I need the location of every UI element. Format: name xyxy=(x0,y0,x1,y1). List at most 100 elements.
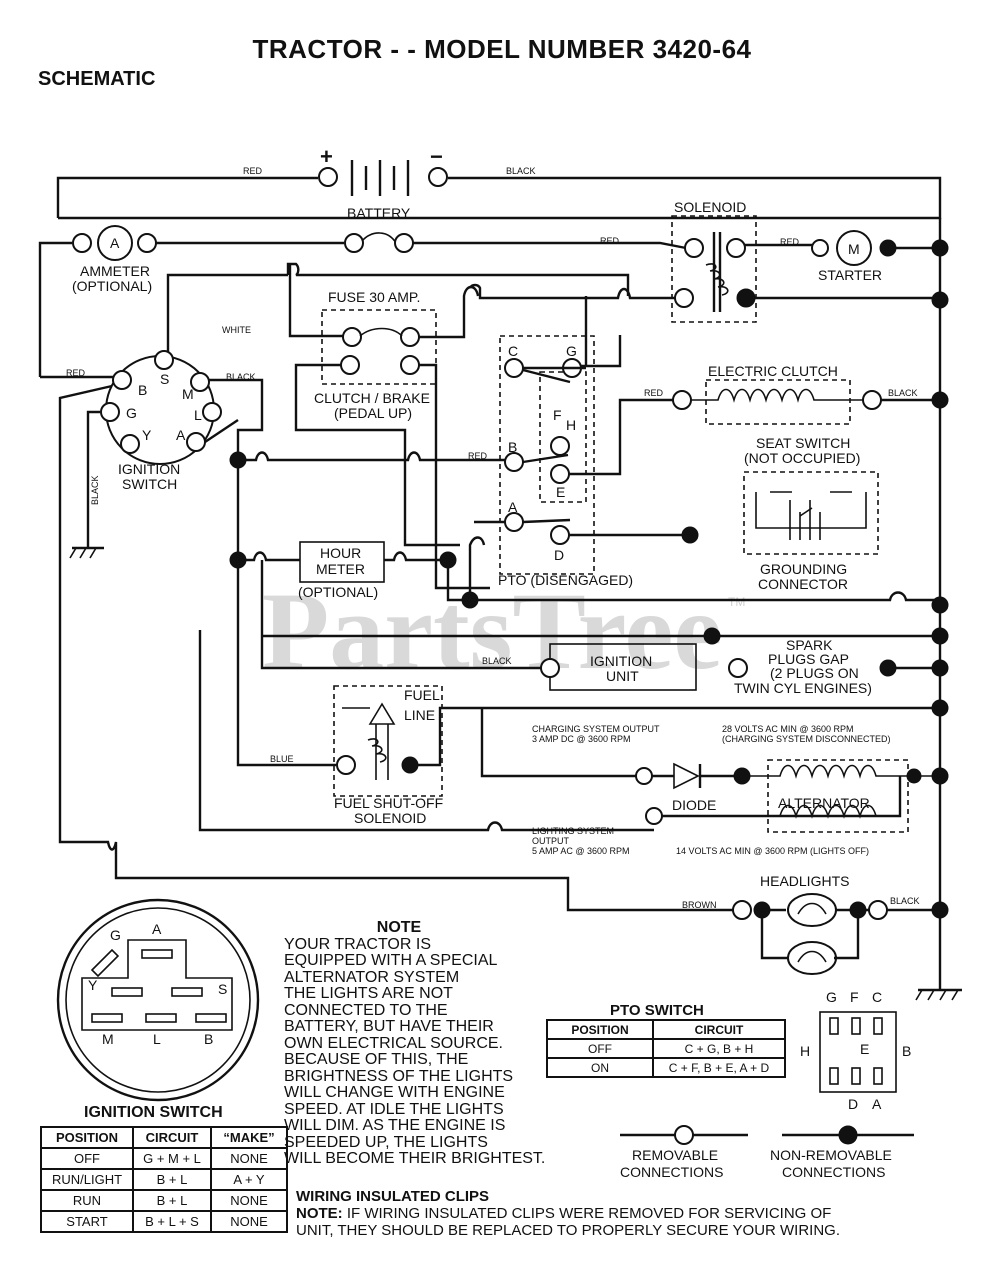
table-row: ON C + F, B + E, A + D xyxy=(546,1057,786,1078)
pto-switch-face-diagram xyxy=(819,1011,897,1093)
note-line: EQUIPPED WITH A SPECIAL xyxy=(284,952,498,969)
ign-term-m: M xyxy=(182,386,194,402)
grounding-label-1: GROUNDING xyxy=(760,561,847,577)
ignition-terminals xyxy=(100,350,222,454)
pto-term-f: F xyxy=(553,407,562,423)
charging-output-1: CHARGING SYSTEM OUTPUT xyxy=(532,724,660,734)
battery-symbol xyxy=(350,160,410,196)
ign-face-a: A xyxy=(152,921,162,937)
spark-label-2: PLUGS GAP xyxy=(768,651,849,667)
pto-term-d: D xyxy=(554,547,564,563)
table-cell: B + L xyxy=(132,1168,212,1191)
hour-meter-box xyxy=(299,541,385,583)
legend-removable-2: CONNECTIONS xyxy=(620,1164,723,1180)
table-cell: NONE xyxy=(210,1210,288,1233)
diode-label: DIODE xyxy=(672,797,716,813)
ignition-table-title: IGNITION SWITCH xyxy=(84,1104,223,1121)
fuse-box xyxy=(321,309,437,385)
note-line: OWN ELECTRICAL SOURCE. xyxy=(284,1034,503,1052)
charging-volts-1: 28 VOLTS AC MIN @ 3600 RPM xyxy=(722,724,854,734)
pto-switch-box xyxy=(499,335,595,575)
pto-face-g: G xyxy=(826,989,837,1005)
ign-term-b: B xyxy=(138,382,147,398)
ammeter-letter: A xyxy=(110,235,120,251)
clips-note-line-1: NOTE: IF WIRING INSULATED CLIPS WERE REM… xyxy=(296,1205,840,1222)
wire-black-headlight: BLACK xyxy=(890,896,920,906)
ignition-switch-face-diagram xyxy=(56,898,260,1102)
legend-nonremovable-symbol xyxy=(782,1125,914,1145)
table-row: START B + L + S NONE xyxy=(40,1210,288,1233)
clutch-brake-label-2: (PEDAL UP) xyxy=(334,405,412,421)
table-cell: START xyxy=(40,1210,134,1233)
wire-black-ground: BLACK xyxy=(90,475,100,505)
ign-term-l: L xyxy=(194,407,202,423)
pto-face-d: D xyxy=(848,1096,858,1112)
alternator-box xyxy=(767,759,909,833)
grounding-label-2: CONNECTOR xyxy=(758,576,848,592)
ign-face-m: M xyxy=(102,1031,114,1047)
hour-meter-label-3: (OPTIONAL) xyxy=(298,584,378,600)
page-subtitle: SCHEMATIC xyxy=(38,68,156,90)
legend-nonremovable-2: CONNECTIONS xyxy=(782,1164,885,1180)
table-header: CIRCUIT xyxy=(132,1126,212,1149)
solenoid-label: SOLENOID xyxy=(674,199,746,215)
pto-term-a: A xyxy=(508,499,518,515)
ignition-switch-label-1: IGNITION xyxy=(118,461,180,477)
page-title: TRACTOR - - MODEL NUMBER 3420-64 xyxy=(252,34,752,64)
legend-nonremovable-1: NON-REMOVABLE xyxy=(770,1147,892,1163)
lighting-output-2: OUTPUT xyxy=(532,836,570,846)
hour-meter-label-1: HOUR xyxy=(320,545,361,561)
seat-switch-label-2: (NOT OCCUPIED) xyxy=(744,450,860,466)
fuel-solenoid-box xyxy=(333,685,443,797)
table-header-row: POSITION CIRCUIT “MAKE” xyxy=(40,1126,288,1149)
table-row: OFF C + G, B + H xyxy=(546,1038,786,1059)
note-line: WILL DIM. AS THE ENGINE IS xyxy=(284,1117,506,1134)
alternator-note: NOTE YOUR TRACTOR IS EQUIPPED WITH A SPE… xyxy=(284,919,564,1168)
spark-label-4: TWIN CYL ENGINES) xyxy=(734,680,872,696)
ignition-unit-label-1: IGNITION xyxy=(590,653,652,669)
legend-removable-1: REMOVABLE xyxy=(632,1147,718,1163)
wiring-clips-note: WIRING INSULATED CLIPS NOTE: IF WIRING I… xyxy=(296,1188,840,1239)
table-cell: ON xyxy=(546,1057,654,1078)
note-line: YOUR TRACTOR IS xyxy=(284,935,431,953)
pto-face-a: A xyxy=(872,1096,882,1112)
table-cell: C + F, B + E, A + D xyxy=(652,1057,786,1078)
battery-minus: − xyxy=(430,144,443,169)
table-header-row: POSITION CIRCUIT xyxy=(546,1019,786,1040)
wire-red-ignition: RED xyxy=(66,368,86,378)
note-title: NOTE xyxy=(376,919,422,936)
table-cell: OFF xyxy=(40,1147,134,1170)
pto-term-b: B xyxy=(508,439,517,455)
pto-term-g: G xyxy=(566,343,577,359)
ign-face-l: L xyxy=(153,1031,161,1047)
battery-label: BATTERY xyxy=(347,205,411,221)
fuel-shutoff-label-2: SOLENOID xyxy=(354,810,426,826)
spark-label-3: (2 PLUGS ON xyxy=(770,665,859,681)
table-row: RUN B + L NONE xyxy=(40,1189,288,1212)
pto-term-e: E xyxy=(556,484,565,500)
wire-blue: BLUE xyxy=(270,754,294,764)
pto-face-c: C xyxy=(872,989,882,1005)
spark-label-1: SPARK xyxy=(786,637,833,653)
table-cell: OFF xyxy=(546,1038,654,1059)
electric-clutch-label: ELECTRIC CLUTCH xyxy=(708,363,838,379)
seat-switch-box xyxy=(743,471,879,555)
wire-brown: BROWN xyxy=(682,900,717,910)
table-header: POSITION xyxy=(40,1126,134,1149)
table-cell: RUN/LIGHT xyxy=(40,1168,134,1191)
ignition-switch-table: POSITION CIRCUIT “MAKE” OFF G + M + L NO… xyxy=(40,1126,288,1233)
wire-black-clutch: BLACK xyxy=(888,388,918,398)
lighting-output-3: 5 AMP AC @ 3600 RPM xyxy=(532,846,630,856)
wire-red-battery: RED xyxy=(243,166,263,176)
wire-red-pto: RED xyxy=(468,451,488,461)
fuel-line-label-1: FUEL xyxy=(404,687,440,703)
charging-volts-2: (CHARGING SYSTEM DISCONNECTED) xyxy=(722,734,891,744)
ign-face-y: Y xyxy=(88,977,98,993)
pto-face-e: E xyxy=(860,1041,869,1057)
table-cell: C + G, B + H xyxy=(652,1038,786,1059)
note-line: WILL CHANGE WITH ENGINE xyxy=(284,1084,505,1101)
pto-switch-table: POSITION CIRCUIT OFF C + G, B + H ON C +… xyxy=(546,1019,786,1078)
starter-label: STARTER xyxy=(818,267,882,283)
table-cell: A + Y xyxy=(210,1168,288,1191)
